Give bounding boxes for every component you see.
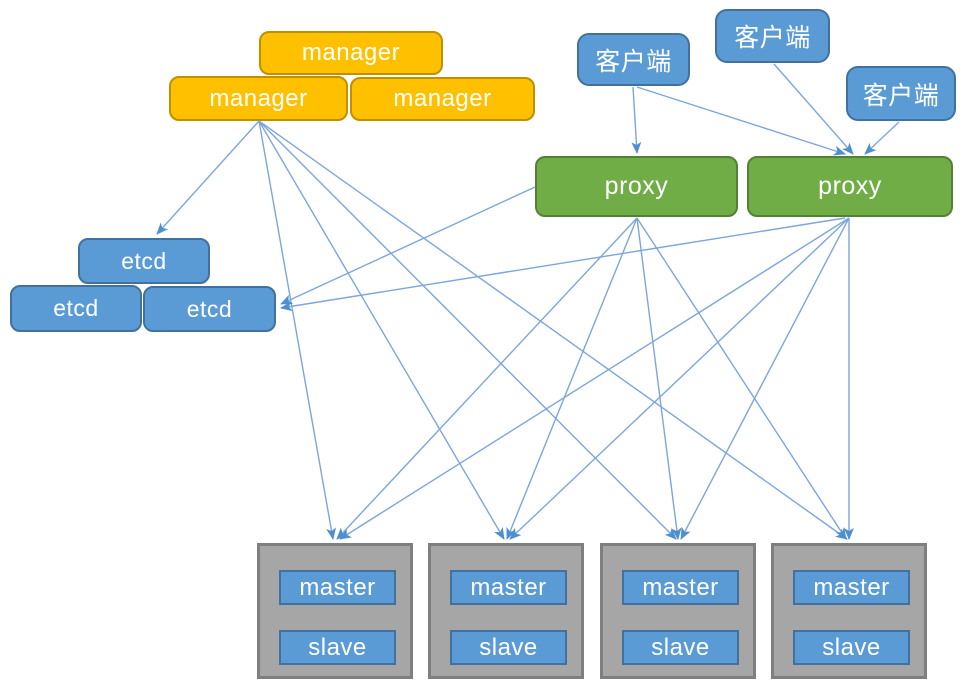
node-manager-1: manager	[259, 31, 443, 75]
node-client-3-label: 客户端	[862, 81, 940, 110]
edge-client-3-to-proxy-2	[864, 121, 900, 155]
node-slave-4-label: slave	[822, 633, 881, 661]
node-slave-2-label: slave	[479, 633, 538, 661]
node-etcd-1-label: etcd	[121, 247, 167, 274]
edge-manager-2-to-etcd-1	[156, 120, 260, 235]
node-master-4: master	[793, 570, 910, 605]
edge-client-2-to-proxy-2	[773, 63, 854, 155]
node-group-2: master slave	[428, 543, 584, 679]
node-client-2: 客户端	[715, 9, 830, 63]
node-client-1: 客户端	[577, 33, 690, 86]
edge-proxy-1-to-group-3	[636, 217, 682, 540]
node-etcd-1: etcd	[78, 238, 210, 284]
node-master-3: master	[622, 570, 739, 605]
node-group-3: master slave	[600, 543, 756, 679]
edge-proxy-1-to-etcd-3	[280, 186, 536, 305]
node-etcd-2: etcd	[10, 285, 142, 332]
node-slave-4: slave	[793, 630, 910, 665]
edge-client-1-to-proxy-2	[636, 86, 846, 156]
node-slave-1: slave	[279, 630, 396, 665]
node-client-2-label: 客户端	[734, 24, 811, 52]
node-master-4-label: master	[813, 573, 890, 601]
node-manager-3: manager	[350, 77, 535, 121]
node-master-3-label: master	[642, 573, 719, 601]
node-slave-3: slave	[622, 630, 739, 665]
node-proxy-1-label: proxy	[604, 172, 669, 200]
edge-client-1-to-proxy-1	[631, 86, 642, 154]
edge-manager-2-to-group-2	[258, 120, 505, 540]
edge-proxy-2-to-group-1	[339, 217, 850, 540]
node-proxy-2-label: proxy	[818, 172, 882, 200]
node-manager-3-label: manager	[393, 85, 492, 112]
node-manager-2-label: manager	[209, 84, 308, 112]
node-master-1: master	[279, 570, 396, 605]
node-slave-2: slave	[450, 630, 567, 665]
node-client-1-label: 客户端	[595, 47, 672, 76]
edge-proxy-2-to-group-3	[680, 217, 850, 540]
node-etcd-2-label: etcd	[53, 295, 99, 321]
edge-proxy-2-to-group-2	[509, 217, 850, 540]
node-slave-1-label: slave	[308, 633, 367, 661]
node-manager-2: manager	[169, 76, 348, 121]
node-group-4: master slave	[771, 543, 927, 679]
node-etcd-3: etcd	[143, 286, 276, 332]
node-group-1: master slave	[257, 543, 413, 679]
edge-proxy-1-to-group-2	[506, 217, 638, 540]
node-master-2: master	[450, 570, 567, 605]
edge-proxy-1-to-group-1	[336, 217, 638, 540]
node-master-2-label: master	[470, 573, 547, 601]
node-client-3: 客户端	[846, 66, 956, 121]
node-etcd-3-label: etcd	[186, 295, 233, 322]
node-proxy-1: proxy	[535, 156, 738, 217]
node-proxy-2: proxy	[747, 156, 953, 217]
node-manager-1-label: manager	[301, 39, 401, 66]
node-master-1-label: master	[299, 573, 376, 601]
node-slave-3-label: slave	[651, 633, 710, 661]
edge-proxy-1-to-group-4	[636, 217, 847, 540]
edge-proxy-2-to-etcd-3	[280, 217, 846, 312]
